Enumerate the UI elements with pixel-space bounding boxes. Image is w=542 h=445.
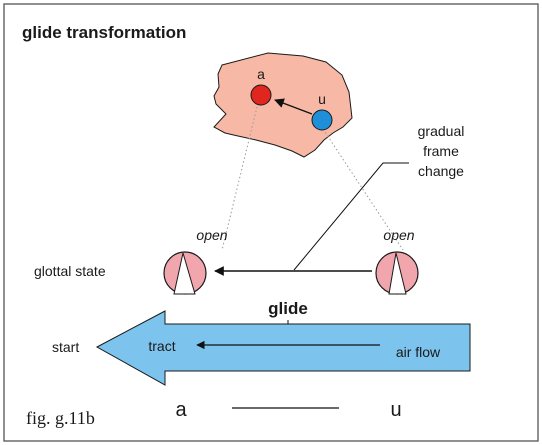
vowel-u-marker	[311, 109, 333, 131]
vowel-a-label: a	[257, 66, 265, 82]
glottal-state-label: glottal state	[34, 263, 106, 279]
start-label: start	[52, 339, 79, 355]
air-flow-arrow	[95, 310, 471, 386]
vowel-a-marker	[250, 84, 272, 106]
vowel-transition-arrow	[274, 98, 313, 115]
bottom-vowel-a: a	[175, 399, 187, 421]
projection-line-a	[221, 102, 259, 251]
diagram-title: glide transformation	[22, 23, 186, 42]
glottis-right-icon	[375, 251, 419, 295]
projection-line-u	[322, 128, 404, 251]
air-flow-label: air flow	[396, 344, 441, 360]
glottis-left-icon	[163, 251, 207, 295]
frame-change-label-line1: gradual	[418, 123, 465, 139]
open-label-right: open	[383, 227, 414, 243]
open-label-left: open	[196, 227, 227, 243]
figure-id: fig. g.11b	[26, 408, 95, 428]
frame-change-label-line3: change	[418, 163, 464, 179]
bottom-vowel-u: u	[390, 399, 401, 421]
glide-label: glide	[268, 299, 308, 318]
frame-change-pointer	[293, 162, 409, 271]
vowel-u-label: u	[318, 91, 326, 107]
tract-label: tract	[148, 338, 175, 354]
frame-change-label-line2: frame	[423, 143, 459, 159]
